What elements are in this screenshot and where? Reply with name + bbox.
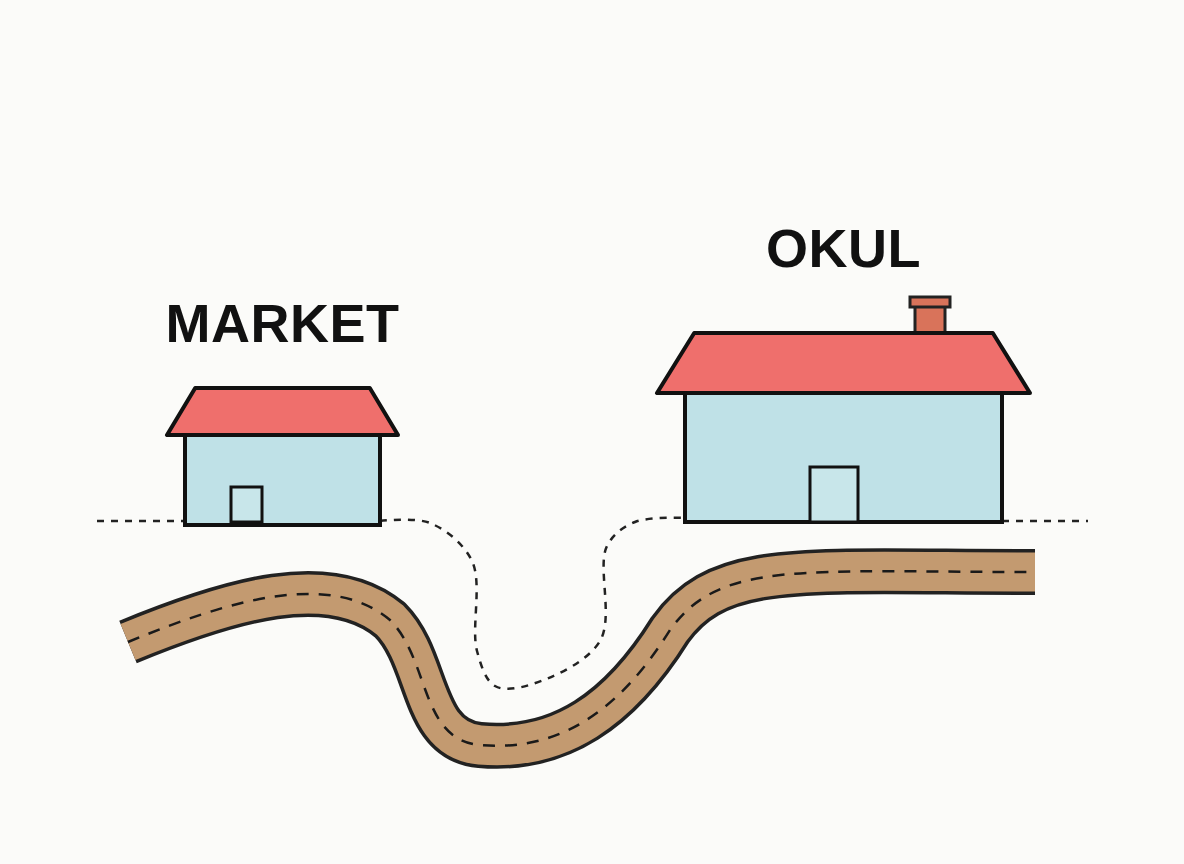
road [128,571,1035,746]
road-edge [128,571,1035,746]
house-node: MARKET [185,388,380,525]
house-wall [185,435,380,525]
path-stub [97,520,185,523]
house-shape [685,333,1002,522]
house-door [810,467,858,522]
house-roof [167,388,398,435]
house-shape [185,388,380,525]
house-door [231,487,262,522]
place-label: MARKET [166,296,400,350]
house-node: OKUL [685,333,1002,522]
path-stub [1002,520,1088,523]
road-centre-line [128,571,1035,746]
house-wall [685,393,1002,522]
dotted-path [380,518,685,689]
place-label: OKUL [766,221,921,275]
chimney-cap [910,297,950,307]
house-roof [657,333,1030,393]
road-surface [128,571,1035,746]
